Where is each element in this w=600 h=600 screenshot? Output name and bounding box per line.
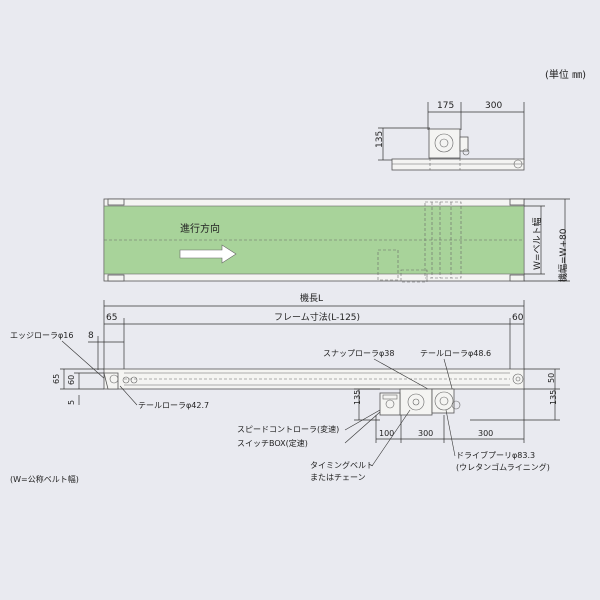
dim-135-right: 135 [549,390,558,405]
timing-belt-label-2: またはチェーン [310,473,366,482]
dim-60-height: 60 [67,375,76,385]
dim-135-left: 135 [353,390,362,405]
dim-5: 5 [67,400,76,405]
frame-size-label: フレーム寸法(L-125) [274,311,360,323]
dim-135-top: 135 [375,131,385,148]
drive-pulley-label-2: (ウレタンゴムライニング) [456,462,550,472]
dim-65-left: 65 [106,313,117,323]
direction-arrow-icon [179,244,237,264]
timing-belt-label-1: タイミングベルト [310,460,374,470]
dim-60-right: 60 [512,313,524,323]
dim-100: 100 [379,429,394,438]
dim-50: 50 [547,373,556,383]
plan-view: 進行方向 W=ベルト幅 機幅=W+80 [103,198,570,283]
belt-width-label: W=ベルト幅 [531,218,543,270]
direction-label: 進行方向 [180,222,220,235]
speed-controller-label: スピードコントローラ(変速) [237,424,339,434]
dim-300-top: 300 [485,101,502,111]
dim-65-height: 65 [52,374,61,384]
dim-175: 175 [437,101,454,111]
tail-roller-right-label: テールローラφ48.6 [420,349,491,358]
snap-roller-label: スナップローラφ38 [323,349,394,358]
footnote: (W=公称ベルト幅) [10,474,79,484]
drive-pulley-label-1: ドライブプーリφ83.3 [456,450,535,460]
unit-note: (単位 ㎜) [545,68,586,81]
end-view: 175 300 135 [375,101,525,171]
edge-roller-label: エッジローラφ16 [10,331,73,340]
dim-300-right: 300 [478,429,493,438]
machine-length-label: 機長L [300,292,323,304]
dim-300-mid: 300 [418,429,433,438]
side-view: 機長L フレーム寸法(L-125) 65 60 8 エッジローラφ16 [10,292,560,482]
machine-width-label: 機幅=W+80 [557,228,569,282]
tail-roller-left-label: テールローラφ42.7 [138,401,209,410]
switch-box-label: スイッチBOX(定速) [237,438,308,448]
dim-8: 8 [88,331,94,341]
